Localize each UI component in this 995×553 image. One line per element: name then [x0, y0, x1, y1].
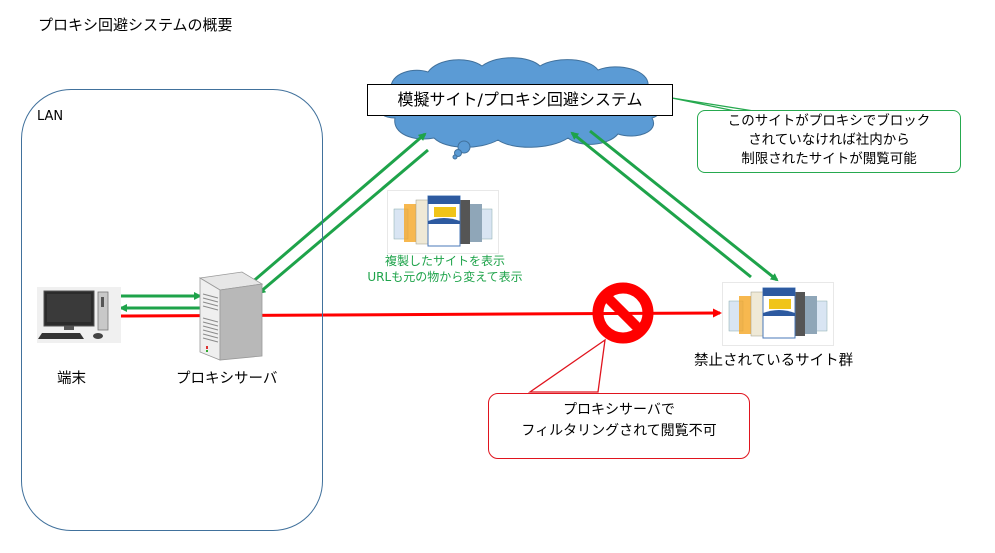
mirror-site-note: 複製したサイトを表示 URLも元の物から変えて表示 — [340, 253, 550, 285]
callout-line: このサイトがプロキシでブロック — [727, 113, 931, 129]
arrow-sites-to-cloud — [570, 131, 752, 279]
tower-server-icon — [198, 271, 264, 361]
cloud-system-label: 模擬サイト/プロキシ回避システム — [367, 84, 673, 116]
terminal-label: 端末 — [57, 371, 86, 387]
website-collage-icon — [387, 190, 499, 254]
callout-line: プロキシサーバで — [563, 402, 675, 418]
red-callout: プロキシサーバで フィルタリングされて閲覧不可 — [488, 393, 750, 459]
note-line: 複製したサイトを表示 — [384, 254, 505, 268]
proxy-server-label: プロキシサーバ — [176, 371, 278, 387]
arrow-cloud-to-proxy — [257, 148, 429, 295]
callout-line: 制限されたサイトが閲覧可能 — [741, 151, 917, 167]
green-callout: このサイトがプロキシでブロック されていなければ社内から 制限されたサイトが閲覧… — [697, 110, 961, 173]
desktop-pc-icon — [37, 287, 121, 343]
callout-line: されていなければ社内から — [748, 132, 910, 148]
arrow-cloud-to-sites — [589, 129, 779, 282]
diagram-title: プロキシ回避システムの概要 — [38, 16, 233, 34]
lan-boundary — [21, 89, 323, 531]
callout-line: フィルタリングされて閲覧不可 — [521, 423, 717, 439]
note-line: URLも元の物から変えて表示 — [367, 270, 523, 284]
callout-pointer — [527, 338, 606, 393]
prohibited-icon — [592, 282, 654, 344]
forbidden-sites-icon — [722, 282, 834, 346]
forbidden-sites-label: 禁止されているサイト群 — [694, 353, 854, 369]
arrow-proxy-to-cloud — [249, 132, 427, 286]
lan-label: LAN — [37, 109, 64, 124]
